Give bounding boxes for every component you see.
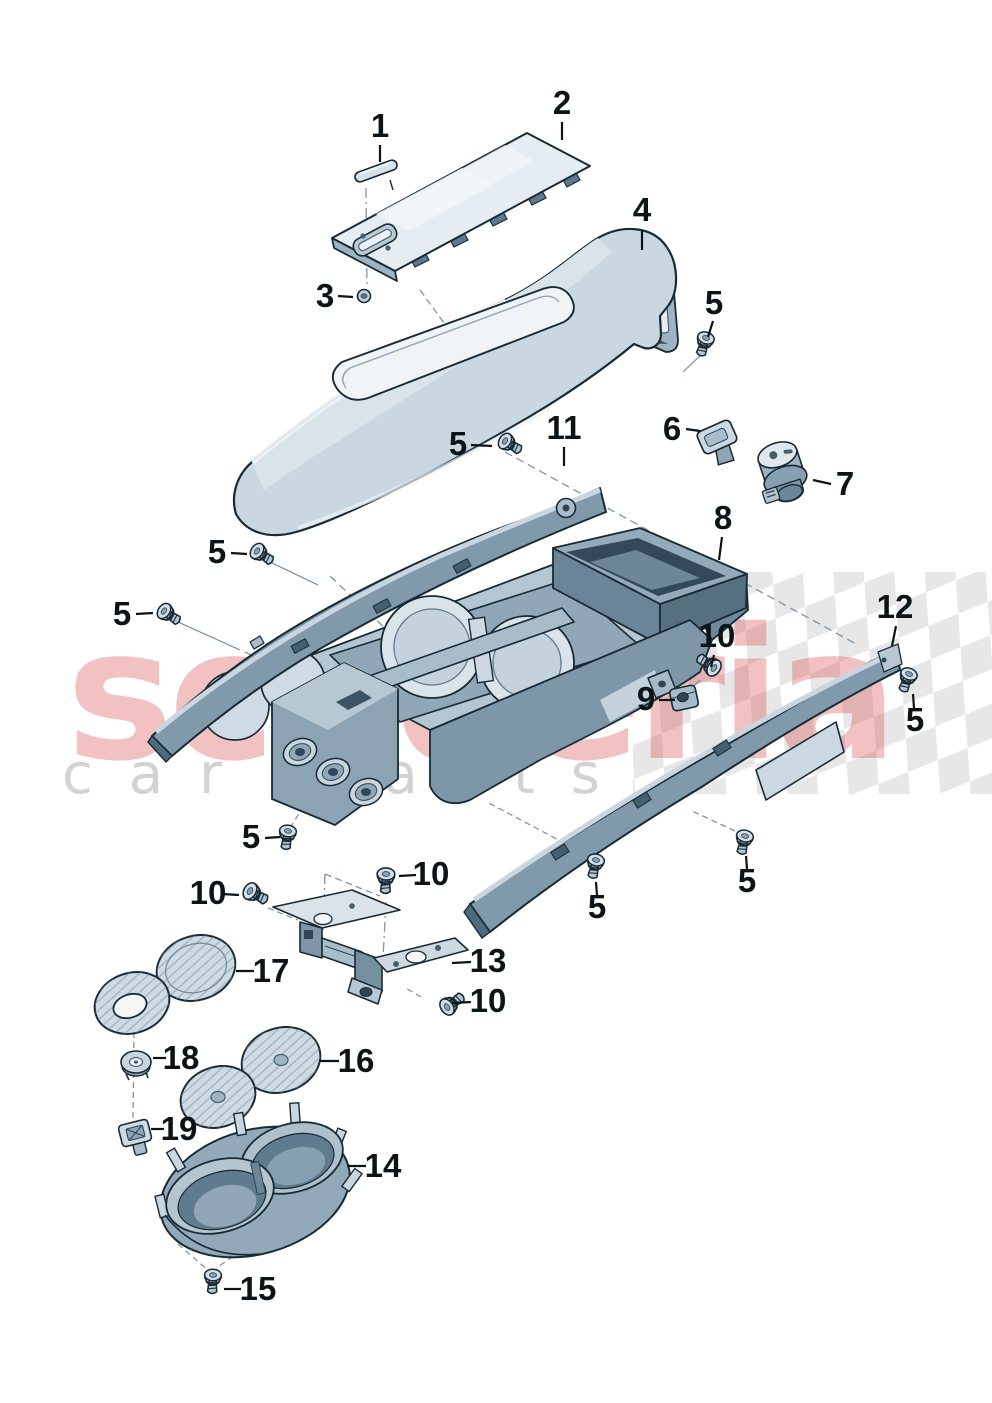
- part-9-clip-nut: [668, 684, 700, 712]
- callout-label-16: 16: [338, 1042, 375, 1079]
- callout-leader-10: [451, 1000, 472, 1005]
- callout-leader-7: [812, 478, 832, 486]
- callout-label-19: 19: [161, 1110, 198, 1147]
- part-17-cupholder-mat: [93, 934, 237, 1035]
- callout-leader-6: [685, 427, 701, 433]
- callout-label-10: 10: [470, 982, 507, 1019]
- part-4-console-cover: [232, 227, 679, 537]
- part-11-side-trim-left: [147, 487, 607, 764]
- callout-leader-10: [709, 654, 716, 668]
- callout-label-7: 7: [836, 465, 854, 502]
- part-14-cupholder-housing: [154, 1101, 364, 1259]
- callout-label-4: 4: [633, 191, 652, 228]
- callout-label-15: 15: [240, 1270, 277, 1307]
- callout-label-17: 17: [253, 952, 290, 989]
- callout-leader-5: [911, 693, 916, 709]
- callout-label-5: 5: [449, 425, 467, 462]
- callout-label-8: 8: [714, 499, 732, 536]
- callout-label-10: 10: [413, 855, 450, 892]
- callout-leader-5: [230, 551, 248, 556]
- part-12-side-trim-right: [463, 643, 903, 939]
- callout-label-18: 18: [163, 1039, 200, 1076]
- callout-leader-10: [221, 892, 240, 897]
- callout-leader-5: [594, 881, 599, 896]
- callout-leader-5: [135, 611, 154, 616]
- console-knob: [282, 737, 318, 767]
- callout-label-11: 11: [547, 409, 582, 446]
- part-2-mounting-slot: [352, 223, 398, 257]
- part-19-clip: [117, 1118, 153, 1156]
- callout-leader-10: [398, 873, 417, 878]
- callout-leader-13: [451, 960, 472, 965]
- callout-leader-5: [744, 855, 749, 870]
- part-1-clip-bar: [354, 159, 398, 191]
- part-2-trim-plate: [331, 132, 591, 282]
- console-knob: [348, 777, 384, 807]
- callout-label-14: 14: [365, 1147, 402, 1184]
- callout-label-5: 5: [588, 888, 606, 925]
- callout-label-1: 1: [371, 107, 389, 144]
- callout-label-6: 6: [663, 410, 681, 447]
- callout-leader-5: [706, 320, 715, 338]
- callout-label-3: 3: [316, 277, 334, 314]
- callout-leader-5: [470, 443, 493, 448]
- callout-label-5: 5: [242, 818, 260, 855]
- callout-label-5: 5: [738, 862, 756, 899]
- callout-label-10: 10: [190, 874, 227, 911]
- console-knob: [315, 757, 351, 787]
- callout-leader-12: [890, 625, 898, 647]
- part-13-bracket: [272, 889, 469, 1005]
- part-18-grommet: [120, 1050, 152, 1081]
- part-8-console-body: [200, 527, 749, 826]
- callout-label-5: 5: [906, 701, 924, 738]
- callout-label-13: 13: [470, 942, 507, 979]
- callout-label-5: 5: [705, 284, 723, 321]
- part-16-cupholder-mat: [179, 1026, 322, 1129]
- callout-label-10: 10: [699, 617, 736, 654]
- callout-label-12: 12: [877, 588, 914, 625]
- callout-leader-5: [264, 835, 281, 840]
- callout-label-5: 5: [208, 533, 226, 570]
- callout-leader-8: [717, 536, 724, 561]
- callout-label-2: 2: [553, 84, 571, 121]
- part-3-fastener: [356, 288, 372, 304]
- callout-label-9: 9: [637, 680, 655, 717]
- part-7-power-socket: [757, 441, 808, 504]
- callout-label-5: 5: [113, 595, 131, 632]
- part-6-switch: [696, 419, 738, 466]
- callout-leader-3: [337, 294, 354, 299]
